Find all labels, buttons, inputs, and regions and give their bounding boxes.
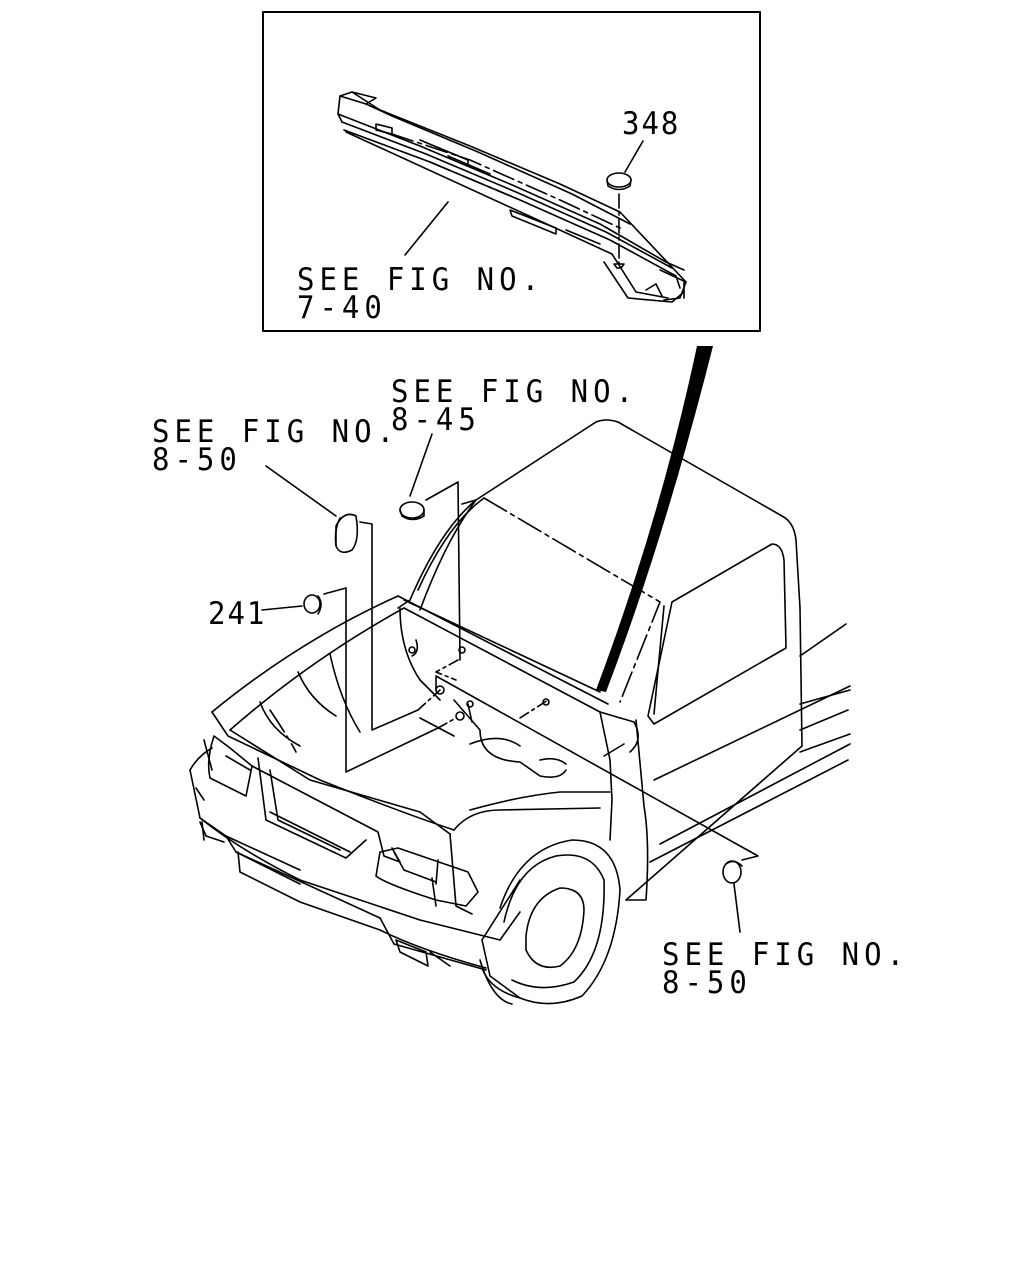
part-number-241: 241 bbox=[208, 594, 267, 632]
bracket-241 bbox=[323, 587, 439, 773]
part-number-348: 348 bbox=[622, 104, 681, 142]
plug-8-45-icon bbox=[399, 501, 425, 521]
fig-ref-8-50-right-number: 8-50 bbox=[662, 963, 752, 1001]
bracket-8-50-right bbox=[435, 675, 759, 861]
inset-frame bbox=[262, 11, 761, 332]
fig-ref-8-50-right-title: SEE FIG NO. bbox=[662, 935, 910, 973]
bracket-8-50-left bbox=[359, 521, 419, 731]
radiator-support-panel bbox=[337, 91, 687, 303]
leader-241 bbox=[261, 605, 303, 611]
fig-ref-8-50-left-title: SEE FIG NO. bbox=[152, 412, 400, 450]
leader-8-50-left bbox=[265, 465, 337, 517]
fig-ref-8-45-title: SEE FIG NO. bbox=[391, 372, 639, 410]
plug-241-icon bbox=[303, 594, 322, 615]
fig-ref-8-50-left-number: 8-50 bbox=[152, 440, 242, 478]
bracket-8-45 bbox=[425, 481, 461, 661]
leader-8-50-right bbox=[733, 883, 741, 933]
inset-connector bbox=[596, 346, 713, 692]
leader-348 bbox=[624, 140, 644, 173]
fig-ref-7-40-title: SEE FIG NO. bbox=[297, 260, 545, 298]
truck-body bbox=[189, 419, 851, 1005]
plug-8-50-left-icon bbox=[334, 513, 359, 554]
plug-8-50-right-icon bbox=[722, 860, 743, 884]
leader-8-45 bbox=[409, 433, 433, 497]
fig-ref-8-45-number: 8-45 bbox=[391, 400, 481, 438]
leader-7-40 bbox=[404, 201, 449, 256]
fig-ref-7-40-number: 7-40 bbox=[297, 288, 387, 326]
plug-348-icon bbox=[606, 172, 632, 269]
